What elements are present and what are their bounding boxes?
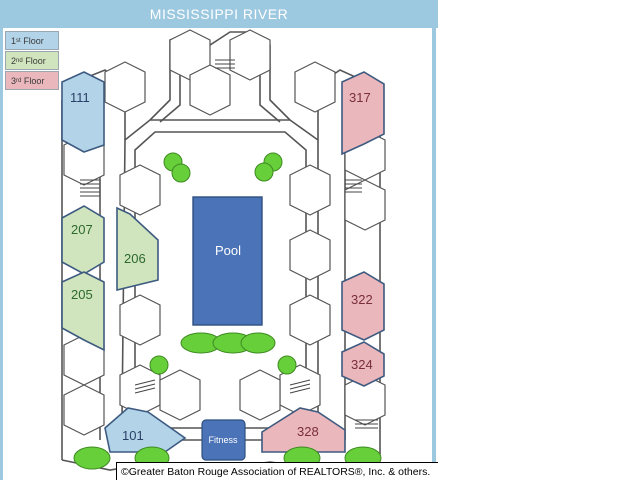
unit-324[interactable]: 324 [341,341,385,387]
legend-first-floor-word: Floor [23,35,44,46]
legend-third-floor-number: 3 [11,75,17,86]
unit-206[interactable]: 206 [116,206,159,292]
stairwells [80,59,378,429]
unit-111[interactable]: 111 [61,71,105,153]
fitness-room: Fitness [201,419,246,461]
copyright-text: ©Greater Baton Rouge Association of REAL… [121,465,431,478]
legend-second-floor-number: 2 [11,55,17,66]
legend-first-floor-suffix: st [16,37,21,44]
river-banner: MISSISSIPPI RIVER [0,0,438,28]
legend-second-floor-word: Floor [25,55,46,66]
legend-first-floor-number: 1 [11,35,17,46]
unit-205-label: 205 [71,287,93,302]
unit-322-label: 322 [351,292,373,307]
site-map: 111 317 207 206 205 322 324 101 [0,0,438,480]
unit-207[interactable]: 207 [61,205,105,275]
pool-label: Pool [215,243,241,258]
unit-111-label: 111 [70,90,90,105]
unit-207-label: 207 [71,222,93,237]
pool: Pool [192,196,263,326]
unit-101-label: 101 [122,428,144,443]
room-modules [63,29,386,436]
unit-101[interactable]: 101 [104,407,187,453]
river-label: MISSISSIPPI RIVER [149,6,289,22]
copyright-notice: ©Greater Baton Rouge Association of REAL… [116,462,438,480]
unit-317-label: 317 [349,90,371,105]
legend-third-floor-suffix: rd [16,77,22,84]
unit-205[interactable]: 205 [61,271,105,352]
unit-206-label: 206 [124,251,146,266]
unit-317[interactable]: 317 [341,71,385,156]
legend-third-floor-word: Floor [23,75,45,86]
unit-328-label: 328 [297,424,319,439]
unit-328[interactable]: 328 [261,407,346,453]
frame-border-left [0,28,3,480]
floor-plan: 111 317 207 206 205 322 324 101 [61,29,386,471]
frame-border-right [432,28,436,480]
legend-second-floor-suffix: nd [16,57,23,64]
fitness-label: Fitness [208,435,238,445]
unit-324-label: 324 [351,357,373,372]
unit-322[interactable]: 322 [341,271,385,341]
